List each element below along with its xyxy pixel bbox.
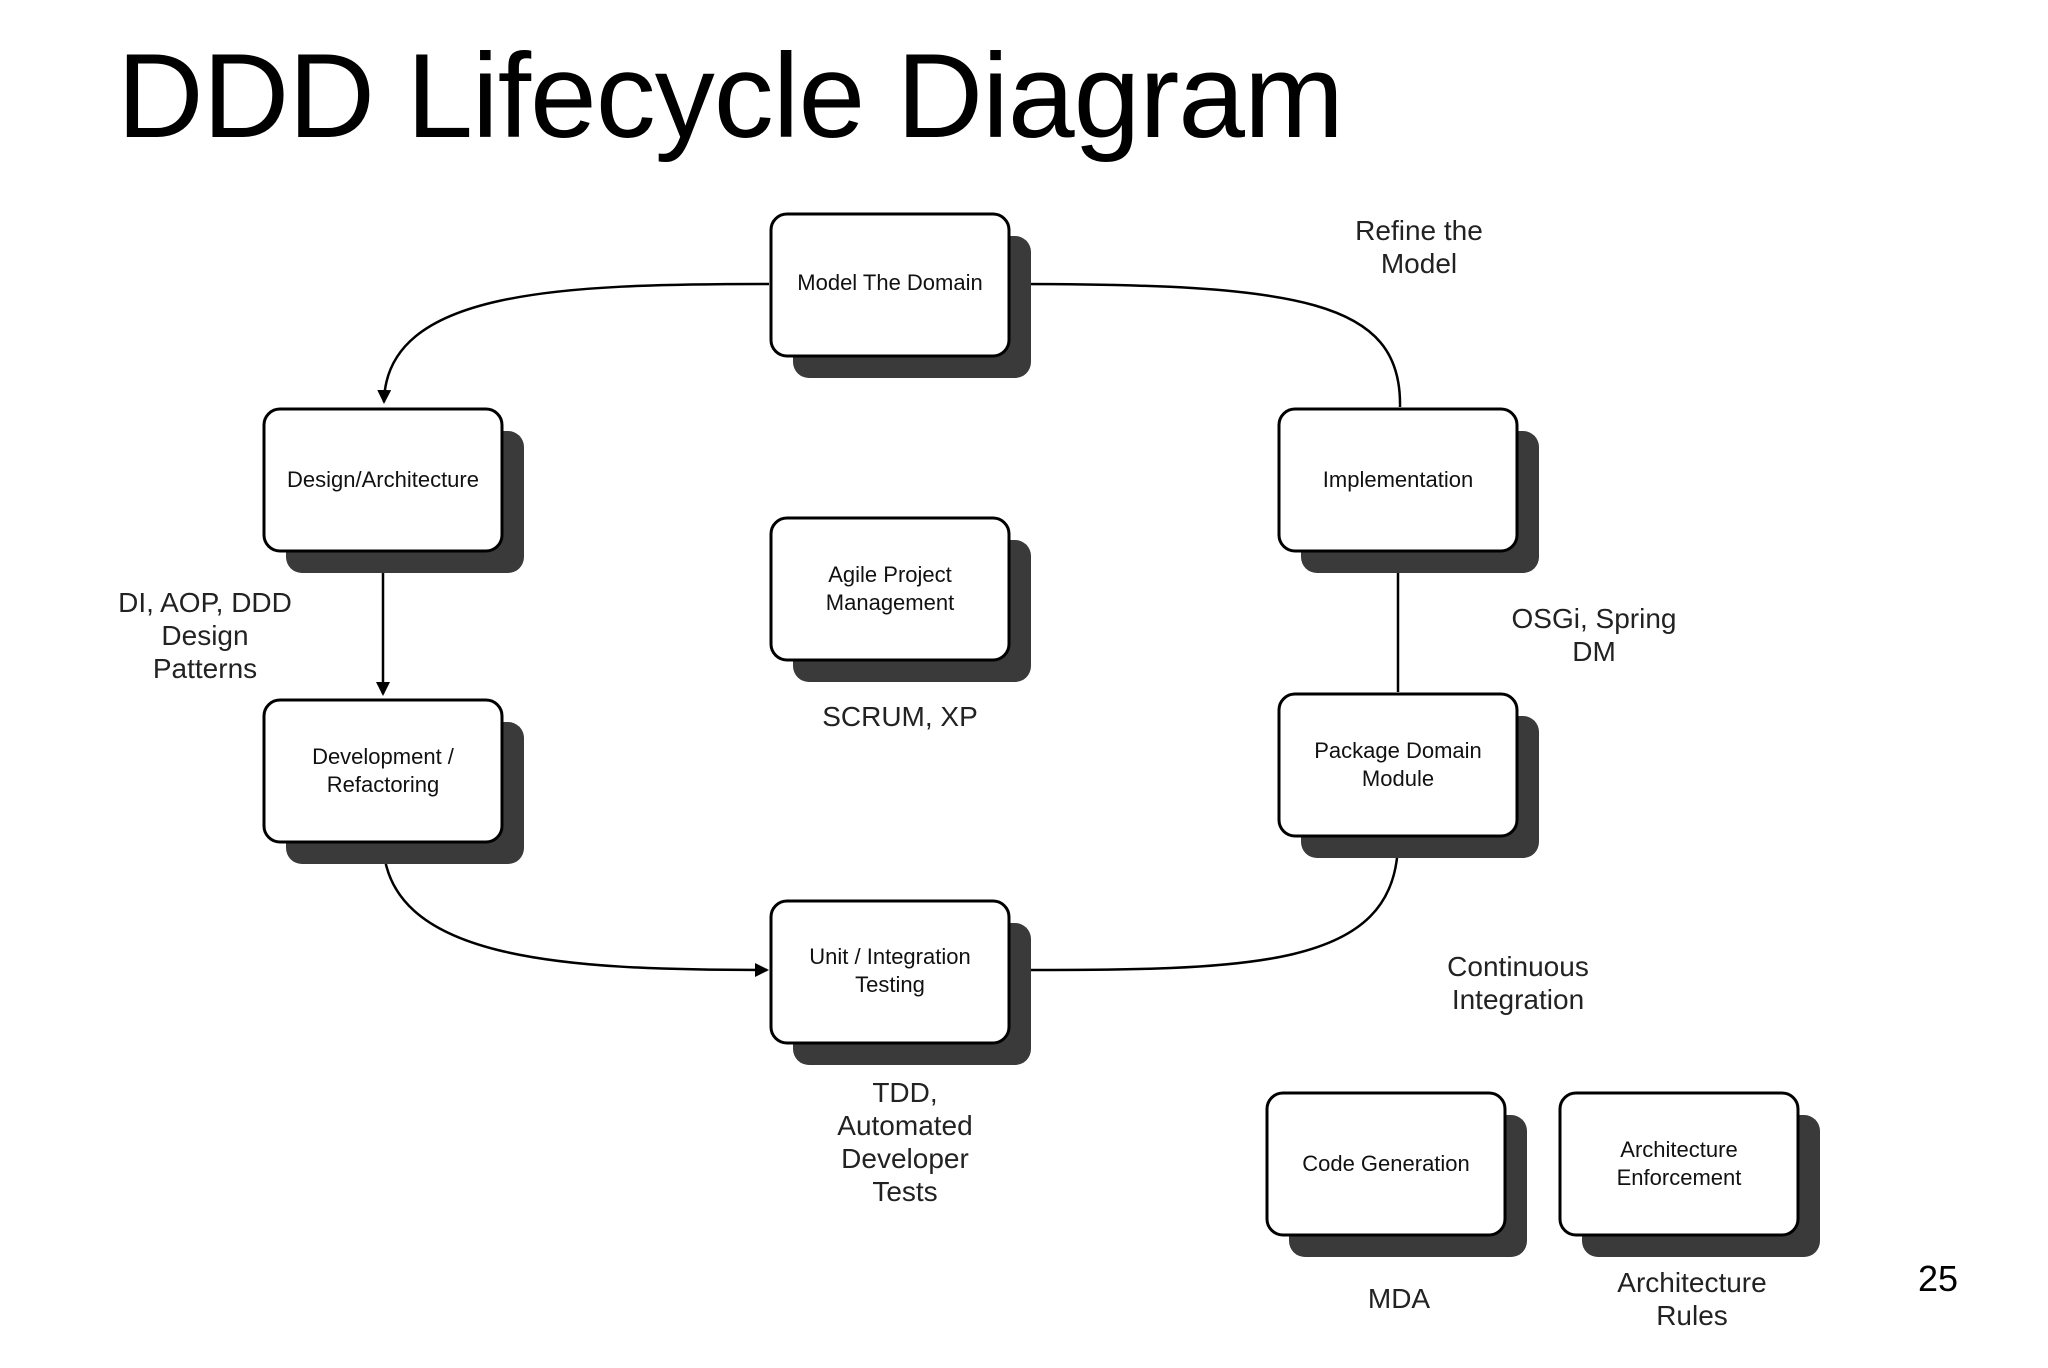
svg-text:Developer: Developer	[841, 1143, 969, 1174]
svg-text:Unit / Integration: Unit / Integration	[809, 944, 970, 969]
svg-text:Design/Architecture: Design/Architecture	[287, 467, 479, 492]
annotation-line: SCRUM, XP	[822, 701, 978, 732]
svg-text:Development /: Development /	[312, 744, 455, 769]
node-development-refactoring: Development / Refactoring	[262, 698, 524, 864]
svg-text:Integration: Integration	[1452, 984, 1584, 1015]
svg-text:Code Generation: Code Generation	[1302, 1151, 1470, 1176]
annotation-line: Patterns	[153, 653, 257, 684]
node-label-line-1: Architecture	[1620, 1137, 1737, 1162]
node-model-the-domain: Model The Domain	[769, 212, 1031, 378]
node-label-line-2: Refactoring	[327, 772, 440, 797]
edge-testing-to-package	[1007, 841, 1405, 972]
page-number: 25	[1917, 1258, 1958, 1299]
annotation-line: Tests	[872, 1176, 937, 1207]
svg-text:Patterns: Patterns	[153, 653, 257, 684]
slide-title: DDD Lifecycle Diagram	[117, 29, 1344, 163]
svg-text:Model The Domain: Model The Domain	[797, 270, 982, 295]
svg-text:Continuous: Continuous	[1447, 951, 1589, 982]
annotation-tdd: TDD, Automated Developer Tests	[837, 1077, 972, 1207]
node-label-line-2: Module	[1362, 766, 1434, 791]
annotation-line: OSGi, Spring	[1512, 603, 1677, 634]
node-label-line-1: Development /	[312, 744, 455, 769]
svg-text:Enforcement: Enforcement	[1617, 1165, 1742, 1190]
annotation-line: Continuous	[1447, 951, 1589, 982]
node-label-line-2: Management	[826, 590, 954, 615]
annotation-line: MDA	[1368, 1283, 1431, 1314]
node-architecture-enforcement: Architecture Enforcement	[1558, 1091, 1820, 1257]
node-label-line-2: Enforcement	[1617, 1165, 1742, 1190]
node-label-line-1: Unit / Integration	[809, 944, 970, 969]
svg-text:Refactoring: Refactoring	[327, 772, 440, 797]
node-label: Design/Architecture	[287, 467, 479, 492]
svg-text:TDD,: TDD,	[872, 1077, 937, 1108]
svg-text:Automated: Automated	[837, 1110, 972, 1141]
annotation-line: Design	[161, 620, 248, 651]
node-label-line-1: Agile Project	[828, 562, 952, 587]
svg-text:Architecture: Architecture	[1620, 1137, 1737, 1162]
node-label-line-1: Package Domain	[1314, 738, 1482, 763]
annotation-architecture-rules: Architecture Rules	[1617, 1267, 1766, 1331]
annotation-osgi-spring-dm: OSGi, Spring DM	[1512, 603, 1677, 667]
svg-text:Tests: Tests	[872, 1176, 937, 1207]
annotation-line: Refine the	[1355, 215, 1483, 246]
node-unit-integration-testing: Unit / Integration Testing	[769, 899, 1031, 1065]
annotation-line: TDD,	[872, 1077, 937, 1108]
annotation-line: DI, AOP, DDD	[118, 587, 292, 618]
svg-text:Architecture: Architecture	[1617, 1267, 1766, 1298]
edge-implementation-to-model	[1009, 277, 1402, 408]
node-implementation: Implementation	[1277, 407, 1539, 573]
svg-text:Design: Design	[161, 620, 248, 651]
annotation-line: Rules	[1656, 1300, 1728, 1331]
svg-text:Package Domain: Package Domain	[1314, 738, 1482, 763]
annotation-line: Automated	[837, 1110, 972, 1141]
svg-text:Management: Management	[826, 590, 954, 615]
svg-text:Testing: Testing	[855, 972, 925, 997]
annotation-line: Model	[1381, 248, 1457, 279]
svg-text:Agile Project: Agile Project	[828, 562, 952, 587]
annotation-scrum-xp: SCRUM, XP	[822, 701, 978, 732]
node-design-architecture: Design/Architecture	[262, 407, 524, 573]
annotation-line: Architecture	[1617, 1267, 1766, 1298]
svg-text:DM: DM	[1572, 636, 1616, 667]
annotation-line: Integration	[1452, 984, 1584, 1015]
node-package-domain-module: Package Domain Module	[1277, 692, 1539, 858]
annotation-line: DM	[1572, 636, 1616, 667]
svg-text:Rules: Rules	[1656, 1300, 1728, 1331]
svg-text:Refine the: Refine the	[1355, 215, 1483, 246]
svg-text:OSGi, Spring: OSGi, Spring	[1512, 603, 1677, 634]
node-label: Code Generation	[1302, 1151, 1470, 1176]
edge-model-to-design	[377, 282, 770, 404]
node-label: Implementation	[1323, 467, 1473, 492]
annotation-mda: MDA	[1368, 1283, 1431, 1314]
annotation-line: Developer	[841, 1143, 969, 1174]
annotation-di-aop-ddd: DI, AOP, DDD Design Patterns	[118, 587, 292, 684]
node-label: Model The Domain	[797, 270, 982, 295]
node-agile-project-management: Agile Project Management	[769, 516, 1031, 682]
node-label-line-2: Testing	[855, 972, 925, 997]
annotation-refine-the-model: Refine the Model	[1355, 215, 1483, 279]
svg-text:SCRUM, XP: SCRUM, XP	[822, 701, 978, 732]
svg-text:DI, AOP, DDD: DI, AOP, DDD	[118, 587, 292, 618]
annotation-continuous-integration: Continuous Integration	[1447, 951, 1589, 1015]
svg-text:MDA: MDA	[1368, 1283, 1431, 1314]
svg-text:Implementation: Implementation	[1323, 467, 1473, 492]
svg-text:Model: Model	[1381, 248, 1457, 279]
svg-text:Module: Module	[1362, 766, 1434, 791]
node-code-generation: Code Generation	[1265, 1091, 1527, 1257]
edge-development-to-testing	[381, 839, 769, 977]
